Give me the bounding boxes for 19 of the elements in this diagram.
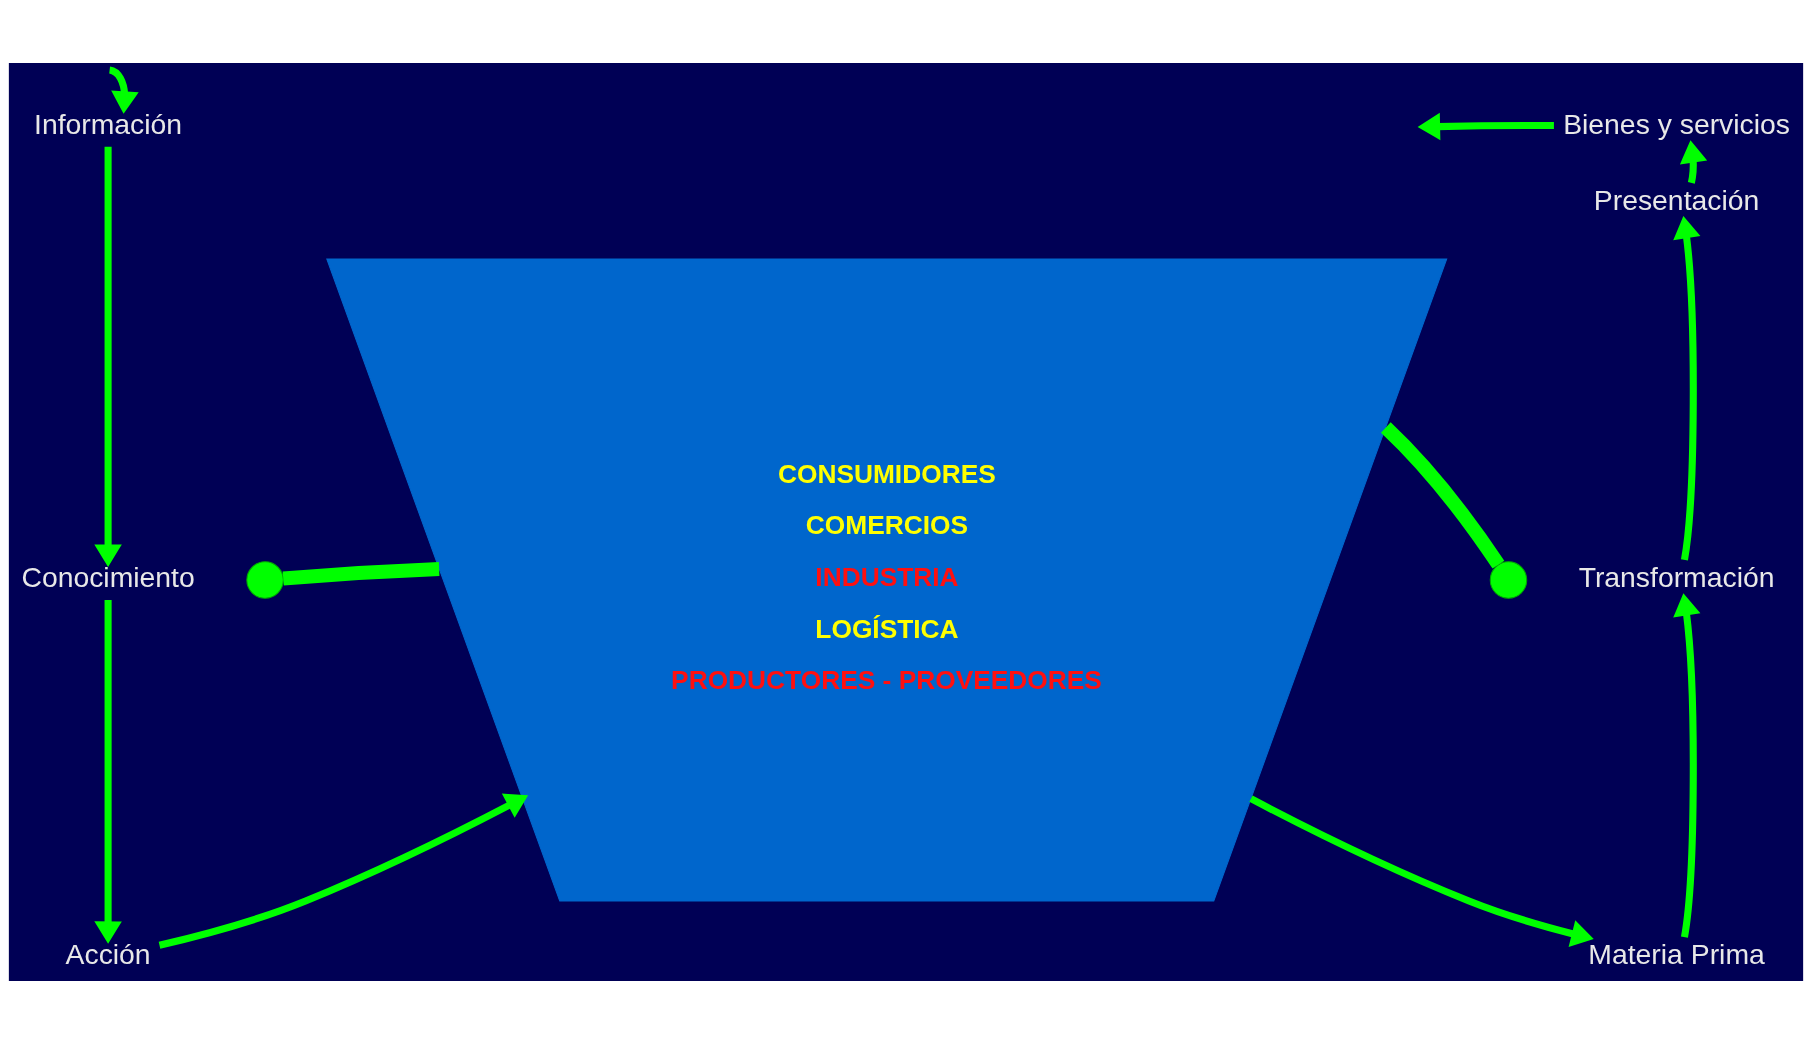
arrow xyxy=(94,146,122,567)
node-text: Materia Prima xyxy=(1588,938,1765,971)
node-text: Bienes y servicios xyxy=(1563,107,1790,140)
arrow xyxy=(1673,593,1701,938)
arrow xyxy=(1249,795,1594,948)
node-text: Acción xyxy=(65,938,151,971)
node-text: Presentación xyxy=(1593,183,1760,216)
node-circle xyxy=(246,561,284,599)
node-circle xyxy=(1489,561,1528,599)
arrow xyxy=(108,66,139,114)
arrow xyxy=(94,599,122,944)
node-text: Conocimiento xyxy=(21,561,195,594)
arrow xyxy=(1673,216,1701,561)
arrow xyxy=(1679,140,1708,184)
connector xyxy=(282,561,440,586)
node-text: Información xyxy=(34,107,183,140)
connector xyxy=(1380,422,1505,569)
node-text: Transformación xyxy=(1578,561,1775,594)
arrow xyxy=(158,793,529,949)
